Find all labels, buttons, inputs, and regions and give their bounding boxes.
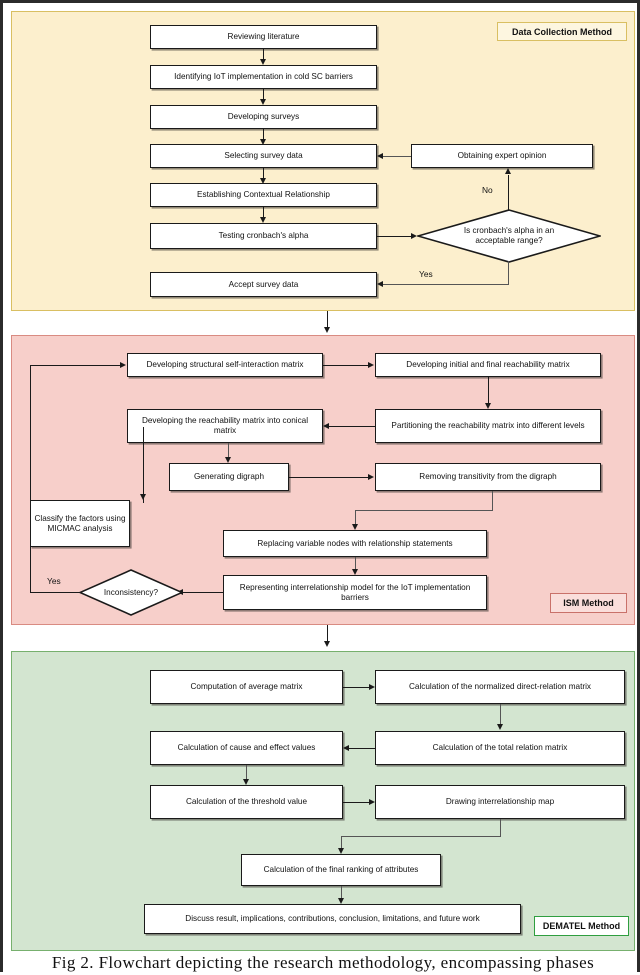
- arrowhead-generating-digraph: [225, 457, 231, 463]
- edge-map-left: [341, 836, 501, 838]
- edge-establishing-to-testing: [263, 207, 265, 219]
- arrowhead-replacing-variable-nodes: [352, 524, 358, 530]
- node-establishing-contextual-relationship[interactable]: Establishing Contextual Relationship: [150, 183, 377, 207]
- arrowhead-selecting-from-expert: [377, 152, 383, 159]
- edge-transitivity-left: [355, 510, 493, 512]
- node-generating-digraph[interactable]: Generating digraph: [169, 463, 289, 491]
- arrowhead-identifying: [260, 59, 266, 65]
- node-inconsistency-decision[interactable]: Inconsistency?: [79, 569, 183, 616]
- arrowhead-developing-ssim: [120, 361, 126, 368]
- edge-average-to-normalized: [343, 686, 373, 688]
- edge-section2-to-section3: [327, 625, 329, 643]
- edge-ssim-to-reachability: [323, 364, 369, 366]
- edge-section1-to-section2: [327, 311, 329, 329]
- arrowhead-normalized-direct-relation: [369, 683, 375, 690]
- arrowhead-section3: [324, 641, 330, 647]
- edge-decision-no-vertical: [508, 175, 510, 211]
- edge-selecting-to-establishing: [263, 168, 265, 180]
- node-partitioning-reachability[interactable]: Partitioning the reachability matrix int…: [375, 409, 601, 443]
- node-final-ranking[interactable]: Calculation of the final ranking of attr…: [241, 854, 441, 886]
- arrowhead-selecting-survey: [260, 139, 266, 145]
- node-developing-conical[interactable]: Developing the reachability matrix into …: [127, 409, 323, 443]
- diamond-shape-icon: [79, 569, 183, 616]
- edge-decision-yes-vertical: [508, 261, 510, 285]
- edge-expert-to-selecting: [383, 155, 411, 157]
- arrowhead-threshold-value: [243, 779, 249, 785]
- cronbach-decision-label: Is cronbach's alpha in an acceptable ran…: [463, 226, 555, 245]
- arrowhead-representing-interrelationship: [352, 569, 358, 575]
- node-normalized-direct-relation[interactable]: Calculation of the normalized direct-rel…: [375, 670, 625, 704]
- node-removing-transitivity[interactable]: Removing transitivity from the digraph: [375, 463, 601, 491]
- edge-partitioning-to-conical: [329, 425, 375, 427]
- arrowhead-decision: [411, 232, 417, 239]
- edge-label-yes-section2: Yes: [47, 576, 61, 586]
- node-representing-interrelationship[interactable]: Representing interrelationship model for…: [223, 575, 487, 610]
- edge-label-yes-section1: Yes: [419, 269, 433, 279]
- section-label-ism: ISM Method: [550, 593, 627, 613]
- edge-final-to-discuss: [341, 886, 343, 900]
- node-cause-effect-values[interactable]: Calculation of cause and effect values: [150, 731, 343, 765]
- figure-caption: Fig 2. Flowchart depicting the research …: [51, 953, 595, 972]
- edge-digraph-to-transitivity: [289, 476, 369, 478]
- node-replacing-variable-nodes[interactable]: Replacing variable nodes with relationsh…: [223, 530, 487, 557]
- arrowhead-interrelationship-map: [369, 798, 375, 805]
- node-identifying-iot[interactable]: Identifying IoT implementation in cold S…: [150, 65, 377, 89]
- node-testing-cronbachs-alpha[interactable]: Testing cronbach's alpha: [150, 223, 377, 249]
- edge-testing-to-decision: [377, 235, 413, 237]
- node-interrelationship-map[interactable]: Drawing interrelationship map: [375, 785, 625, 819]
- node-cronbach-decision[interactable]: Is cronbach's alpha in an acceptable ran…: [417, 209, 601, 263]
- node-accept-survey-data[interactable]: Accept survey data: [150, 272, 377, 297]
- node-developing-reachability[interactable]: Developing initial and final reachabilit…: [375, 353, 601, 377]
- arrowhead-discuss-result: [338, 898, 344, 904]
- section-label-data-collection: Data Collection Method: [497, 22, 627, 41]
- edge-replacing-to-representing: [355, 557, 357, 571]
- edge-conical-to-micmac-v1: [143, 427, 145, 503]
- edge-decision-yes-horizontal: [383, 284, 509, 286]
- section-label-dematel: DEMATEL Method: [534, 916, 629, 936]
- arrowhead-classify-micmac: [140, 494, 146, 500]
- edge-transitivity-to-replacing: [355, 510, 357, 526]
- arrowhead-developing-surveys: [260, 99, 266, 105]
- edge-map-down: [500, 819, 502, 837]
- node-computation-average-matrix[interactable]: Computation of average matrix: [150, 670, 343, 704]
- node-discuss-result[interactable]: Discuss result, implications, contributi…: [144, 904, 521, 934]
- node-obtaining-expert-opinion[interactable]: Obtaining expert opinion: [411, 144, 593, 168]
- node-developing-surveys[interactable]: Developing surveys: [150, 105, 377, 129]
- node-reviewing-literature[interactable]: Reviewing literature: [150, 25, 377, 49]
- edge-inconsistency-yes-top: [30, 364, 121, 366]
- arrowhead-expert-opinion: [505, 168, 511, 174]
- edge-label-no: No: [482, 185, 493, 195]
- edge-transitivity-down: [492, 491, 494, 511]
- arrowhead-developing-reachability: [368, 361, 374, 368]
- arrowhead-cause-effect-values: [343, 744, 349, 751]
- arrowhead-partitioning: [485, 403, 491, 409]
- inconsistency-decision-label: Inconsistency?: [103, 587, 159, 597]
- edge-cause-to-threshold: [246, 765, 248, 781]
- edge-identifying-to-developing: [263, 89, 265, 101]
- node-classify-micmac[interactable]: Classify the factors using MICMAC analys…: [30, 500, 130, 547]
- node-threshold-value[interactable]: Calculation of the threshold value: [150, 785, 343, 819]
- arrowhead-final-ranking: [338, 848, 344, 854]
- edge-conical-to-digraph: [228, 443, 230, 459]
- edge-developing-to-selecting: [263, 129, 265, 141]
- node-total-relation-matrix[interactable]: Calculation of the total relation matrix: [375, 731, 625, 765]
- edge-threshold-to-map: [343, 801, 373, 803]
- edge-inconsistency-yes-v: [30, 364, 32, 593]
- edge-inconsistency-yes-h: [30, 592, 80, 594]
- arrowhead-developing-conical: [323, 422, 329, 429]
- edge-total-to-cause-effect: [349, 747, 375, 749]
- arrowhead-removing-transitivity: [368, 473, 374, 480]
- node-developing-ssim[interactable]: Developing structural self-interaction m…: [127, 353, 323, 377]
- node-selecting-survey-data[interactable]: Selecting survey data: [150, 144, 377, 168]
- edge-reviewing-to-identifying: [263, 49, 265, 61]
- edge-representing-to-inconsistency: [183, 592, 223, 594]
- arrowhead-accept-survey-data: [377, 281, 383, 287]
- arrowhead-establishing: [260, 178, 266, 184]
- edge-reachability-to-partitioning: [488, 377, 490, 405]
- edge-map-to-final: [341, 836, 343, 850]
- arrowhead-total-relation-matrix: [497, 724, 503, 730]
- arrowhead-testing-cronbach: [260, 217, 266, 223]
- edge-normalized-to-total: [500, 704, 502, 726]
- arrowhead-section2: [324, 327, 330, 333]
